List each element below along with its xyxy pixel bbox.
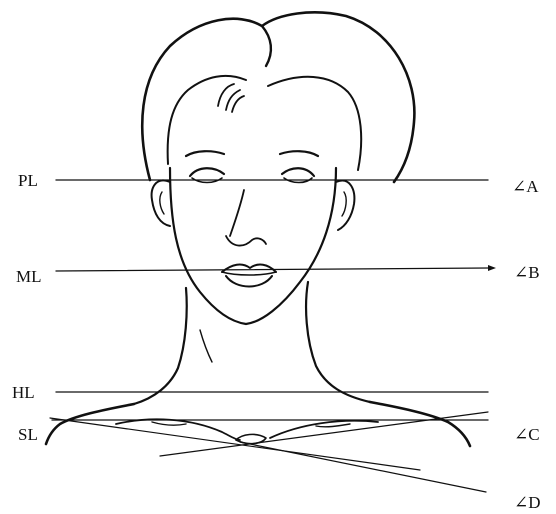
left-labels: PL ML HL SL: [12, 171, 42, 444]
label-pl: PL: [18, 171, 38, 190]
lower-lip: [226, 276, 272, 287]
angle-c-line-1: [50, 418, 420, 470]
neck-left: [134, 288, 187, 404]
figure-drawing: [46, 12, 470, 446]
angle-d-line: [240, 442, 486, 492]
left-eyebrow: [186, 151, 224, 156]
upper-lip: [222, 265, 276, 272]
right-eye-upper-lid: [282, 168, 314, 176]
neck-tendon: [200, 330, 212, 362]
mouth-line-arrowhead: [488, 265, 496, 271]
left-ear: [152, 180, 170, 226]
hair-right-inner: [268, 77, 361, 170]
hair-outline: [142, 12, 414, 182]
label-hl: HL: [12, 383, 35, 402]
right-shoulder: [370, 402, 470, 446]
right-labels: ∠A ∠B ∠C ∠D: [512, 177, 541, 512]
right-clavicle-shade: [316, 424, 350, 427]
hair-curl-1: [218, 84, 234, 106]
label-angle-c: ∠C: [514, 425, 540, 444]
nose-bridge: [230, 190, 244, 236]
label-sl: SL: [18, 425, 38, 444]
label-ml: ML: [16, 267, 42, 286]
label-angle-a: ∠A: [512, 177, 539, 196]
left-ear-inner: [160, 192, 164, 214]
nose-tip: [226, 236, 266, 246]
angle-c-line-2: [160, 412, 488, 456]
neck-right: [306, 282, 370, 402]
right-ear-inner: [342, 192, 346, 216]
right-eyebrow: [280, 151, 318, 156]
label-angle-d: ∠D: [514, 493, 541, 512]
label-angle-b: ∠B: [514, 263, 540, 282]
hair-part-line: [262, 26, 271, 66]
face-outline: [170, 168, 336, 324]
left-eye-upper-lid: [190, 168, 224, 176]
reference-lines: [50, 180, 496, 492]
hair-curl-3: [232, 96, 244, 112]
left-clavicle-shade: [152, 422, 186, 425]
mouth-line: [222, 272, 276, 275]
